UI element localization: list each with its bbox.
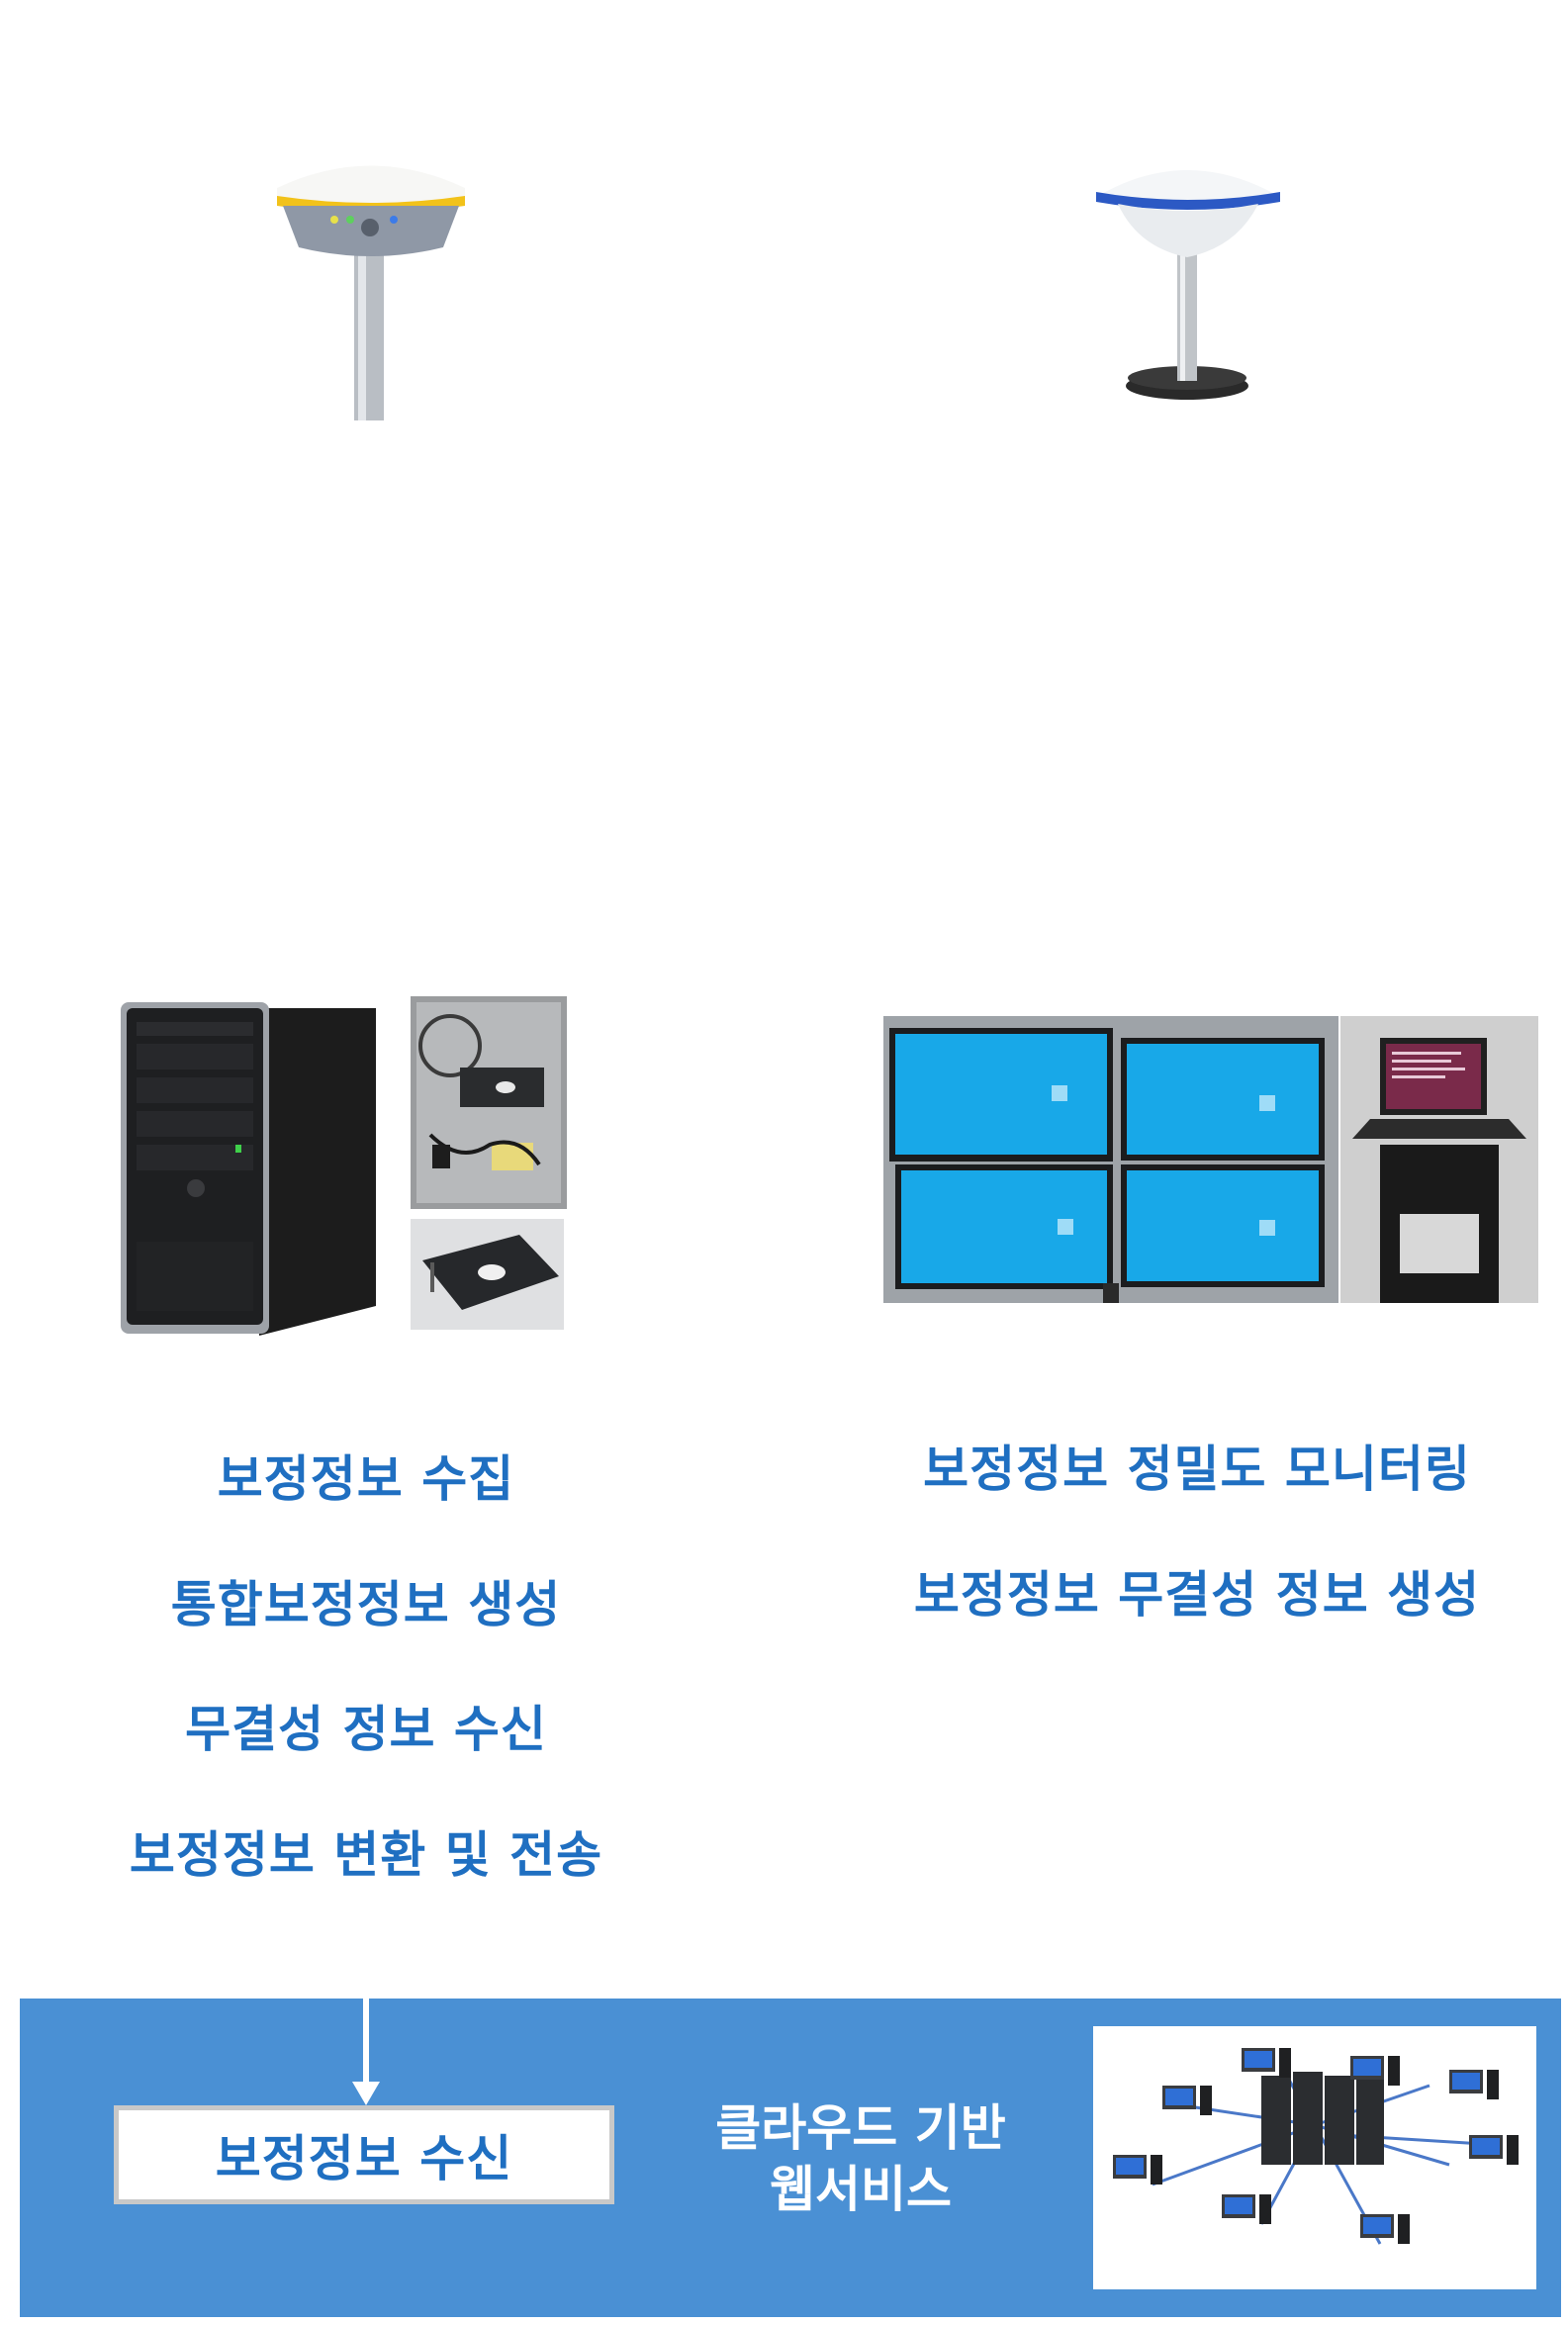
correction-receive-box: 보정정보 수신 — [114, 2105, 614, 2204]
correction-receive-label: 보정정보 수신 — [215, 2130, 513, 2187]
network-diagram-panel — [1093, 2026, 1536, 2289]
server-network-icon — [1113, 2048, 1519, 2245]
quad-monitor-wall-photo — [883, 1016, 1338, 1303]
left-function-convert-transmit: 보정정보 변환 및 전송 — [129, 1826, 603, 1884]
right-function-integrity-generate: 보정정보 무결성 정보 생성 — [913, 1566, 1481, 1624]
cloud-web-service-label: 클라우드 기반 웹서비스 — [683, 2097, 1039, 2220]
receiver-cabinet-photo — [411, 996, 567, 1209]
right-function-monitoring: 보정정보 정밀도 모니터링 — [923, 1441, 1471, 1498]
left-function-collect: 보정정보 수집 — [217, 1450, 515, 1508]
down-arrow-icon — [352, 1999, 380, 2105]
left-function-integrate: 통합보정정보 생성 — [170, 1576, 562, 1633]
cloud-label-line1: 클라우드 기반 — [715, 2099, 1006, 2157]
server-pc-tower-icon — [121, 1002, 376, 1336]
cloud-label-line2: 웹서비스 — [770, 2161, 952, 2218]
gnss-rover-antenna-icon — [277, 165, 465, 420]
left-function-integrity-receive: 무결성 정보 수신 — [185, 1701, 547, 1758]
gnss-reference-antenna-icon — [1096, 170, 1280, 400]
server-rack-console-photo — [1340, 1016, 1538, 1303]
gnss-receiver-photo — [411, 1219, 564, 1330]
